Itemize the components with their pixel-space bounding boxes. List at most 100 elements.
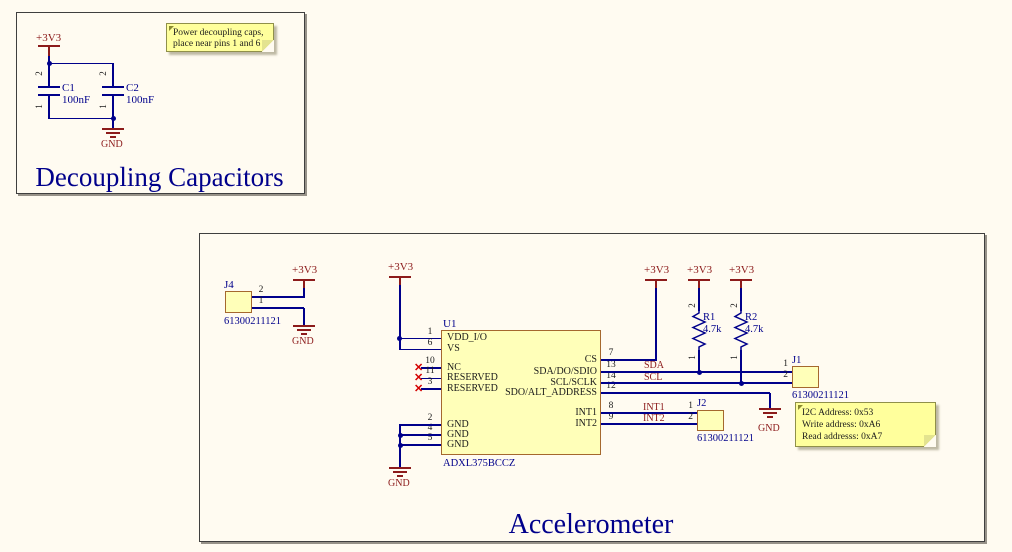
note-fold-corner (262, 40, 274, 52)
decoupling-section-border (16, 12, 305, 194)
power-3v3-stub (740, 281, 742, 289)
u1-pin-number: 9 (608, 412, 614, 422)
note-text-line: I2C Address: 0x53 (802, 408, 874, 418)
wire (769, 393, 771, 408)
junction-dot (396, 336, 402, 341)
u1-pin-number: 5 (427, 433, 433, 443)
note-text-line: Power decoupling caps, (173, 28, 264, 38)
u1-pin-name: INT2 (575, 417, 597, 429)
j4-pin-number: 2 (258, 285, 264, 295)
junction-dot (397, 432, 403, 438)
u1-pin-name: RESERVED (447, 372, 498, 383)
r2-pin-number-bottom: 1 (728, 355, 739, 360)
gnd-symbol (297, 329, 311, 331)
power-3v3-label: +3V3 (687, 264, 713, 276)
u1-pin-number: 13 (606, 360, 616, 370)
j2-pin-number: 2 (688, 412, 693, 422)
c2-capacitor[interactable] (102, 86, 124, 88)
power-3v3-stub (303, 281, 305, 289)
power-3v3-bar (688, 279, 710, 281)
u1-pin-number: 11 (425, 366, 435, 376)
note-anchor-icon (798, 405, 803, 410)
c2-value: 100nF (126, 94, 155, 106)
u1-pin-name: CS (584, 353, 597, 365)
j1-pin-number: 1 (783, 359, 788, 369)
j1-designator: J1 (792, 355, 802, 366)
gnd-symbol (763, 412, 777, 414)
c2-capacitor[interactable] (102, 94, 124, 96)
j1-connector-body[interactable] (792, 366, 819, 388)
junction-dot (46, 60, 52, 66)
c2-pin-number-top: 2 (97, 71, 108, 76)
j2-part-number: 61300211121 (697, 433, 754, 444)
u1-pin-number: 12 (606, 381, 616, 391)
power-3v3-bar (38, 45, 60, 47)
power-3v3-label: +3V3 (292, 264, 318, 276)
cs-wire (601, 359, 656, 361)
gnd-symbol (759, 408, 781, 410)
u1-pin-name: GND (447, 438, 469, 450)
no-connect-icon: ✕ (414, 361, 424, 374)
power-3v3-bar (293, 279, 315, 281)
gnd-symbol (110, 136, 116, 138)
net-label-int1: INT1 (643, 402, 665, 413)
i2c-address-note[interactable]: I2C Address: 0x53 Write address: 0xA6 Re… (795, 402, 936, 447)
wire (48, 56, 50, 64)
r1-pin-number-top: 2 (686, 303, 697, 308)
u1-pin-number: 10 (425, 355, 435, 366)
u1-pin-name: VDD_I/O (447, 332, 487, 343)
wire (303, 288, 305, 298)
power-3v3-stub (655, 281, 657, 289)
u1-chip-body[interactable] (441, 330, 601, 455)
r1-resistor[interactable] (691, 310, 707, 350)
no-connect-icon: ✕ (414, 382, 424, 395)
power-3v3-bar (389, 276, 411, 278)
note-anchor-icon (169, 26, 174, 31)
wire (655, 288, 657, 361)
power-3v3-bar (730, 279, 752, 281)
wire (698, 350, 700, 372)
j2-connector-body[interactable] (697, 410, 724, 431)
gnd-symbol (389, 467, 411, 469)
u1-designator: U1 (443, 318, 457, 330)
scl-wire (601, 382, 792, 384)
net-label-sda: SDA (644, 360, 665, 371)
u1-pin-number: 2 (427, 413, 433, 423)
u1-pin-name: GND (447, 418, 469, 430)
gnd-symbol (397, 475, 403, 477)
note-text-line: Read addresss: 0xA7 (802, 432, 883, 442)
int1-wire (601, 412, 697, 414)
note-text-line: Write address: 0xA6 (802, 420, 881, 430)
note-fold-corner (924, 435, 936, 447)
c1-lead-top (48, 64, 50, 86)
power-3v3-label: +3V3 (388, 261, 414, 273)
gnd-label: GND (292, 336, 314, 347)
u1-pin-name: SCL/SCLK (550, 376, 597, 388)
sdo-wire (601, 392, 770, 394)
r2-resistor[interactable] (733, 310, 749, 350)
j1-part-number: 61300211121 (792, 390, 849, 401)
r2-pin-number-top: 2 (728, 303, 739, 308)
power-3v3-label: +3V3 (36, 32, 62, 44)
c2-lead-top (112, 64, 114, 86)
gnd-symbol (106, 132, 120, 134)
decoupling-note[interactable]: Power decoupling caps, place near pins 1… (166, 23, 274, 52)
wire (399, 337, 442, 340)
c1-capacitor[interactable] (38, 86, 60, 88)
u1-pin-number: 8 (608, 401, 614, 411)
j4-part-number: 61300211121 (224, 316, 281, 327)
wire (740, 288, 742, 311)
c1-capacitor[interactable] (38, 94, 60, 96)
j4-designator: J4 (224, 279, 234, 291)
wire (399, 285, 401, 339)
power-3v3-stub (48, 47, 50, 57)
wire (252, 296, 304, 298)
j1-pin-number: 2 (783, 370, 788, 380)
no-connect-icon: ✕ (414, 372, 424, 384)
u1-pin-name: VS (447, 343, 460, 354)
wire (48, 62, 115, 64)
net-label-scl: SCL (644, 371, 663, 383)
j4-connector-body[interactable] (225, 291, 252, 313)
wire (399, 444, 442, 446)
pin-stub (421, 377, 441, 380)
